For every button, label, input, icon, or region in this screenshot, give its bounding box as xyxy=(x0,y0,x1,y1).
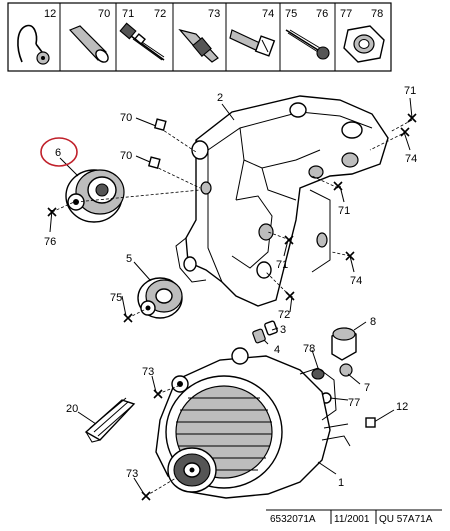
callout-72: 72 xyxy=(278,309,290,321)
callout-3: 3 xyxy=(280,324,286,336)
header-label-72: 72 xyxy=(154,8,166,20)
callout-74-top: 74 xyxy=(405,153,417,165)
callout-20: 20 xyxy=(66,403,78,415)
header-label-78: 78 xyxy=(371,8,383,20)
header-label-77: 77 xyxy=(340,8,352,20)
callout-71-low: 71 xyxy=(276,259,288,271)
idler-pulley xyxy=(137,277,183,319)
drawing-date: 11/2001 xyxy=(334,514,370,525)
highlight-circle xyxy=(40,137,78,167)
callout-78: 78 xyxy=(303,343,315,355)
nut-icon xyxy=(343,25,385,63)
terminal-cap-parts xyxy=(311,327,357,404)
fastener-header-strip: 12 70 71 72 73 74 75 76 77 78 xyxy=(7,2,392,72)
callout-labels: 2 70 70 71 74 6 76 71 71 74 5 75 72 3 4 … xyxy=(44,85,417,489)
callout-1: 1 xyxy=(338,477,344,489)
mounting-bracket xyxy=(175,95,389,307)
callout-70-upper: 70 xyxy=(120,112,132,124)
clip-icon xyxy=(17,24,50,65)
tensioner-pulley xyxy=(65,169,125,223)
callout-12: 12 xyxy=(396,401,408,413)
header-label-12: 12 xyxy=(44,8,56,20)
header-label-73: 73 xyxy=(208,8,220,20)
callout-7: 7 xyxy=(364,382,370,394)
callout-77: 77 xyxy=(348,397,360,409)
callout-6: 6 xyxy=(55,147,61,159)
drawing-code: 6532071A xyxy=(270,514,316,525)
callout-73-upper: 73 xyxy=(142,366,154,378)
drawing-ref: QU 57A71A xyxy=(379,514,433,525)
callout-74-low: 74 xyxy=(350,275,362,287)
alternator xyxy=(155,347,351,499)
drive-belt xyxy=(84,397,136,443)
header-label-74: 74 xyxy=(262,8,274,20)
callout-70-lower: 70 xyxy=(120,150,132,162)
callout-4: 4 xyxy=(274,344,280,356)
screw-icon xyxy=(119,22,165,61)
callout-71-mid: 71 xyxy=(338,205,350,217)
bolt-icon xyxy=(229,29,276,57)
callout-76: 76 xyxy=(44,236,56,248)
header-label-76: 76 xyxy=(316,8,328,20)
bolt-icon xyxy=(178,28,219,63)
screw-icon xyxy=(285,29,330,60)
screw-markers xyxy=(47,113,417,501)
callout-5: 5 xyxy=(126,253,132,265)
plug-icon xyxy=(68,25,109,63)
drawing-footer: 6532071A 11/2001 QU 57A71A xyxy=(266,509,442,525)
callout-75: 75 xyxy=(110,292,122,304)
callout-71-top: 71 xyxy=(404,85,416,97)
header-label-71: 71 xyxy=(122,8,134,20)
callout-2: 2 xyxy=(217,92,223,104)
callout-73-lower: 73 xyxy=(126,468,138,480)
callout-8: 8 xyxy=(370,316,376,328)
bushing-parts xyxy=(252,320,278,344)
header-label-70: 70 xyxy=(98,8,110,20)
leader-lines xyxy=(47,97,417,501)
header-label-75: 75 xyxy=(285,8,297,20)
